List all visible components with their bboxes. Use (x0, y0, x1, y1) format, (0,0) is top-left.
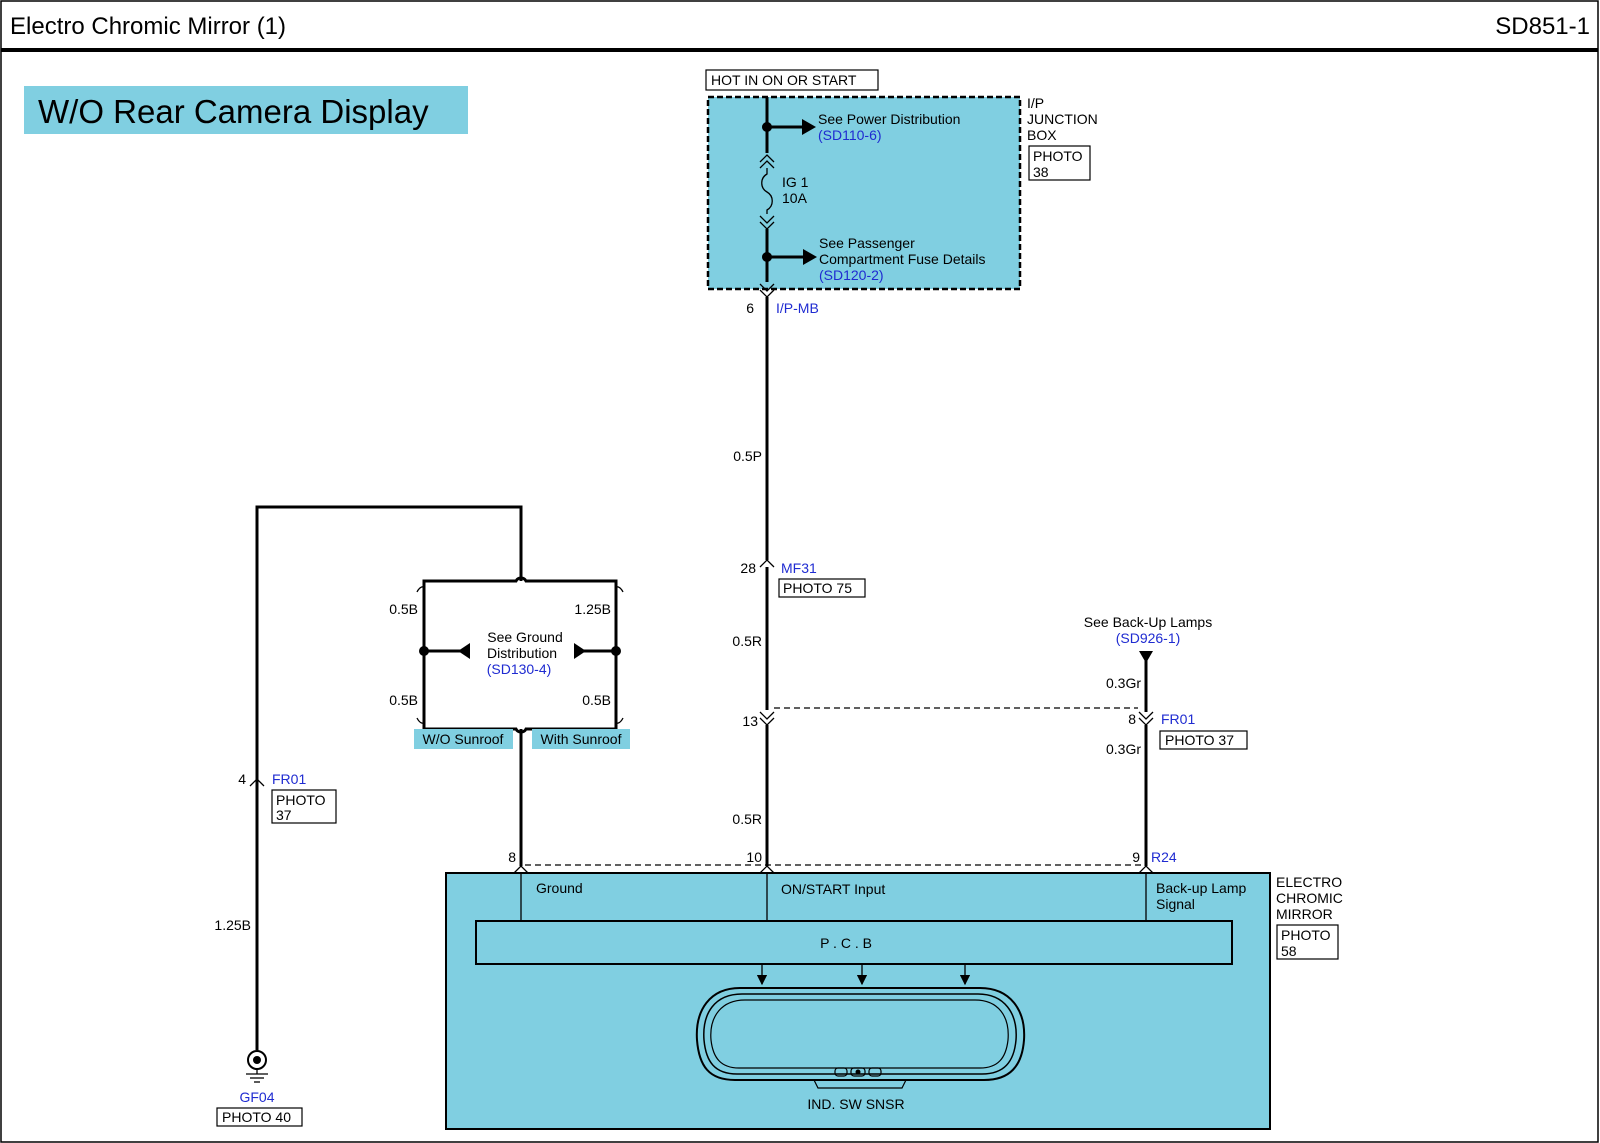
r24-name: R24 (1151, 849, 1177, 865)
pcb-label: P . C . B (820, 935, 872, 951)
r24-pin-10: 10 (746, 849, 762, 865)
power-dist-ref: (SD110-6) (818, 127, 882, 143)
pin13-connector (759, 711, 775, 726)
fr01-left-photo-1: PHOTO (276, 792, 326, 808)
junction-box-photo-1: PHOTO (1033, 148, 1083, 164)
option-wo-sunroof-box (414, 729, 513, 749)
ground-left-top-break (416, 586, 425, 593)
mf31-name: MF31 (781, 560, 817, 576)
junction-box-photo-box (1028, 145, 1091, 181)
hot-label-box (705, 69, 879, 91)
gnd-left-top-label: 0.5B (389, 601, 418, 617)
fr01-left-photo-box (271, 789, 337, 824)
gf04-ground-dot (253, 1056, 261, 1064)
fuse-element (761, 168, 773, 214)
junction-box-name-2: JUNCTION (1027, 111, 1098, 127)
mirror-photo-box (1276, 924, 1339, 960)
fr01-left-photo-2: 37 (276, 807, 292, 823)
sensor-label: IND. SW SNSR (807, 1096, 904, 1112)
gf04-photo: PHOTO 40 (222, 1109, 291, 1125)
gf04-photo-box (216, 1107, 303, 1127)
banner-box (24, 86, 468, 134)
fr01-left-connector (249, 778, 265, 787)
left-ground-wire-label: 1.25B (214, 917, 251, 933)
mirror-photo-2: 58 (1281, 943, 1297, 959)
power-dist-text: See Power Distribution (818, 111, 960, 127)
fr01-right-photo-box (1159, 730, 1248, 750)
pass-fuse-ref: (SD120-2) (819, 267, 884, 283)
junction-box-name-1: I/P (1027, 95, 1044, 111)
ground-bridge (422, 576, 618, 588)
gnd-right-bottom-label: 0.5B (582, 692, 611, 708)
ground-dist-text-2: Distribution (487, 645, 557, 661)
ground-dist-text-1: See Ground (487, 629, 563, 645)
r24-pin9-connector (1138, 865, 1154, 874)
junction-box-photo-2: 38 (1033, 164, 1049, 180)
r24-pin8-connector (513, 865, 529, 874)
center-wire-upper-label: 0.5P (733, 448, 762, 464)
gnd-tap-right-arrow (574, 643, 586, 659)
fr01-right-photo: PHOTO 37 (1165, 732, 1234, 748)
hot-label: HOT IN ON OR START (711, 72, 857, 88)
pcb-box (475, 920, 1233, 965)
r24-pin10-connector (759, 865, 775, 874)
pin13-label: 13 (742, 713, 758, 729)
backup-lamps-arrow (1139, 651, 1153, 663)
backup-wire-upper-label: 0.3Gr (1106, 675, 1141, 691)
gnd-tap-left-arrow (458, 643, 470, 659)
fuse-rating: 10A (782, 190, 808, 206)
mirror-name-1: ELECTRO (1276, 874, 1342, 890)
mf31-photo-box (778, 578, 866, 598)
page-code: SD851-1 (1495, 13, 1590, 40)
gnd-right-top-label: 1.25B (574, 601, 611, 617)
fr01-left-name: FR01 (272, 771, 306, 787)
mirror-ground-label: Ground (536, 880, 583, 896)
page-title: Electro Chromic Mirror (1) (10, 13, 286, 40)
junction-box (706, 95, 1022, 291)
mirror-input-label: ON/START Input (781, 881, 885, 897)
pass-fuse-text-2: Compartment Fuse Details (819, 251, 986, 267)
junction-box-name-3: BOX (1027, 127, 1057, 143)
ground-right-top-break (615, 586, 624, 593)
mf31-photo: PHOTO 75 (783, 580, 852, 596)
mf31-connector (759, 559, 775, 568)
ip-mb-name: I/P-MB (776, 300, 819, 316)
fuse-name: IG 1 (782, 174, 809, 190)
mirror-photo-1: PHOTO (1281, 927, 1331, 943)
fr01-right-name: FR01 (1161, 711, 1195, 727)
gnd-left-bottom-label: 0.5B (389, 692, 418, 708)
r24-pin-9: 9 (1132, 849, 1140, 865)
mirror-name-2: CHROMIC (1276, 890, 1343, 906)
gf04-name: GF04 (239, 1089, 274, 1105)
jb-tap-2-arrow (803, 249, 817, 265)
mirror-module-box (445, 872, 1271, 1130)
mirror-backup-label-1: Back-up Lamp (1156, 880, 1246, 896)
mf31-pin: 28 (740, 560, 756, 576)
mirror-name-3: MIRROR (1276, 906, 1333, 922)
option-with-sunroof-box (532, 729, 630, 749)
fr01-left-pin: 4 (238, 771, 246, 787)
ground-dist-ref: (SD130-4) (487, 661, 552, 677)
center-wire-lower-label: 0.5R (732, 811, 762, 827)
pass-fuse-text-1: See Passenger (819, 235, 915, 251)
r24-pin-8: 8 (508, 849, 516, 865)
fr01-right-pin: 8 (1128, 711, 1136, 727)
center-wire-mid-label: 0.5R (732, 633, 762, 649)
rear-view-mirror-icon (695, 987, 1026, 1089)
jb-tap-1-arrow (802, 119, 816, 135)
banner-title: W/O Rear Camera Display (38, 93, 429, 130)
mirror-backup-label-2: Signal (1156, 896, 1195, 912)
option-wo-sunroof: W/O Sunroof (423, 731, 504, 747)
fr01-right-connector (1138, 711, 1154, 726)
backup-lamps-ref: (SD926-1) (1116, 630, 1181, 646)
backup-wire-lower-label: 0.3Gr (1106, 741, 1141, 757)
backup-lamps-text: See Back-Up Lamps (1084, 614, 1212, 630)
option-with-sunroof: With Sunroof (541, 731, 622, 747)
fuse-top-chevron (759, 154, 775, 169)
ip-mb-pin: 6 (746, 300, 754, 316)
